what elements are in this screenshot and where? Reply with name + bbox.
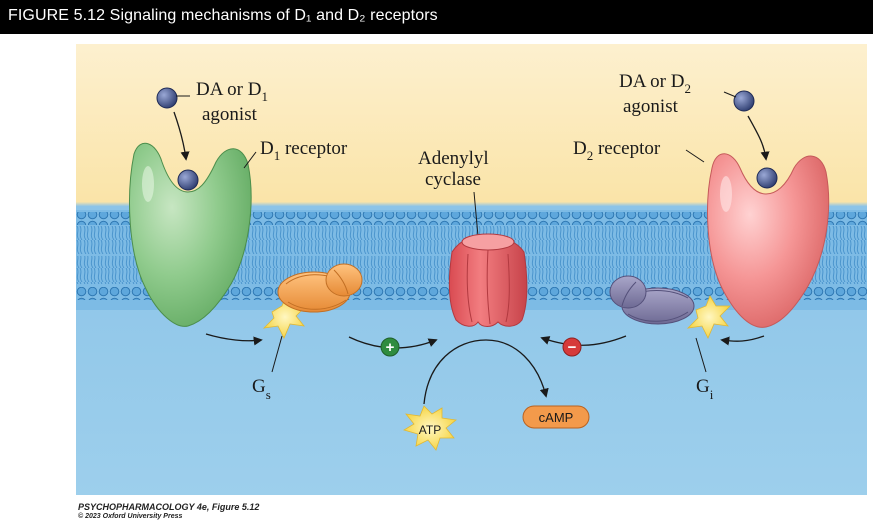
gi-to-ac-arrow bbox=[540, 335, 627, 346]
svg-text:+: + bbox=[386, 339, 395, 356]
gi-protein bbox=[609, 275, 731, 339]
gi-activation-burst bbox=[686, 295, 731, 339]
signaling-diagram: + − ATP cAMP DA or D1 agonist D1 recepto… bbox=[76, 44, 867, 495]
gi-leader bbox=[695, 337, 707, 373]
atp-burst: ATP bbox=[403, 405, 457, 451]
d2-to-gi-arrow bbox=[720, 335, 765, 346]
credit-copyright: © 2023 Oxford University Press bbox=[78, 513, 183, 520]
camp-label: cAMP bbox=[539, 410, 574, 425]
d2-receptor-label: D2 receptor bbox=[573, 138, 661, 163]
figure-credit: PSYCHOPHARMACOLOGY 4e, Figure 5.12 © 202… bbox=[78, 502, 259, 522]
d2-receptor-leader bbox=[685, 149, 705, 163]
d1-agonist-label-line2: agonist bbox=[202, 104, 258, 125]
d2-agonist-label-line1: DA or D2 bbox=[619, 71, 691, 96]
atp-label: ATP bbox=[419, 423, 441, 437]
gs-protein bbox=[262, 263, 363, 339]
d1-binding-arrow bbox=[173, 111, 190, 161]
d1-receptor bbox=[129, 142, 252, 327]
d1-agonist-ligand bbox=[156, 87, 178, 109]
d2-agonist-leader bbox=[723, 91, 737, 98]
d2-agonist-label-line2: agonist bbox=[623, 96, 679, 117]
d2-bound-ligand bbox=[756, 167, 778, 189]
adenylyl-cyclase-label-line2: cyclase bbox=[425, 169, 481, 190]
d2-binding-arrow bbox=[747, 115, 770, 161]
inhibition-minus-sign: − bbox=[562, 337, 582, 357]
adenylyl-cyclase-label-line1: Adenylyl bbox=[418, 148, 489, 169]
gs-label: Gs bbox=[252, 376, 271, 402]
d1-bound-ligand bbox=[177, 169, 199, 191]
figure-title: FIGURE 5.12 Signaling mechanisms of D₁ a… bbox=[8, 7, 438, 24]
d1-agonist-label-line1: DA or D1 bbox=[196, 79, 268, 104]
d1-receptor-label: D1 receptor bbox=[260, 138, 348, 163]
gs-leader bbox=[271, 335, 283, 373]
credit-source: PSYCHOPHARMACOLOGY 4e, Figure 5.12 bbox=[78, 502, 260, 512]
d1-to-gs-arrow bbox=[205, 333, 263, 346]
atp-to-camp-arrow bbox=[423, 339, 549, 405]
d2-receptor bbox=[707, 153, 830, 328]
svg-text:−: − bbox=[568, 339, 577, 356]
figure-header: FIGURE 5.12 Signaling mechanisms of D₁ a… bbox=[0, 0, 873, 34]
d1-receptor-leader bbox=[243, 151, 257, 169]
d2-agonist-ligand bbox=[733, 90, 755, 112]
camp-pill: cAMP bbox=[522, 405, 590, 429]
gi-label: Gi bbox=[696, 376, 714, 402]
adenylyl-cyclase bbox=[448, 233, 528, 327]
stimulation-plus-sign: + bbox=[380, 337, 400, 357]
adenylyl-cyclase-leader bbox=[473, 191, 479, 237]
